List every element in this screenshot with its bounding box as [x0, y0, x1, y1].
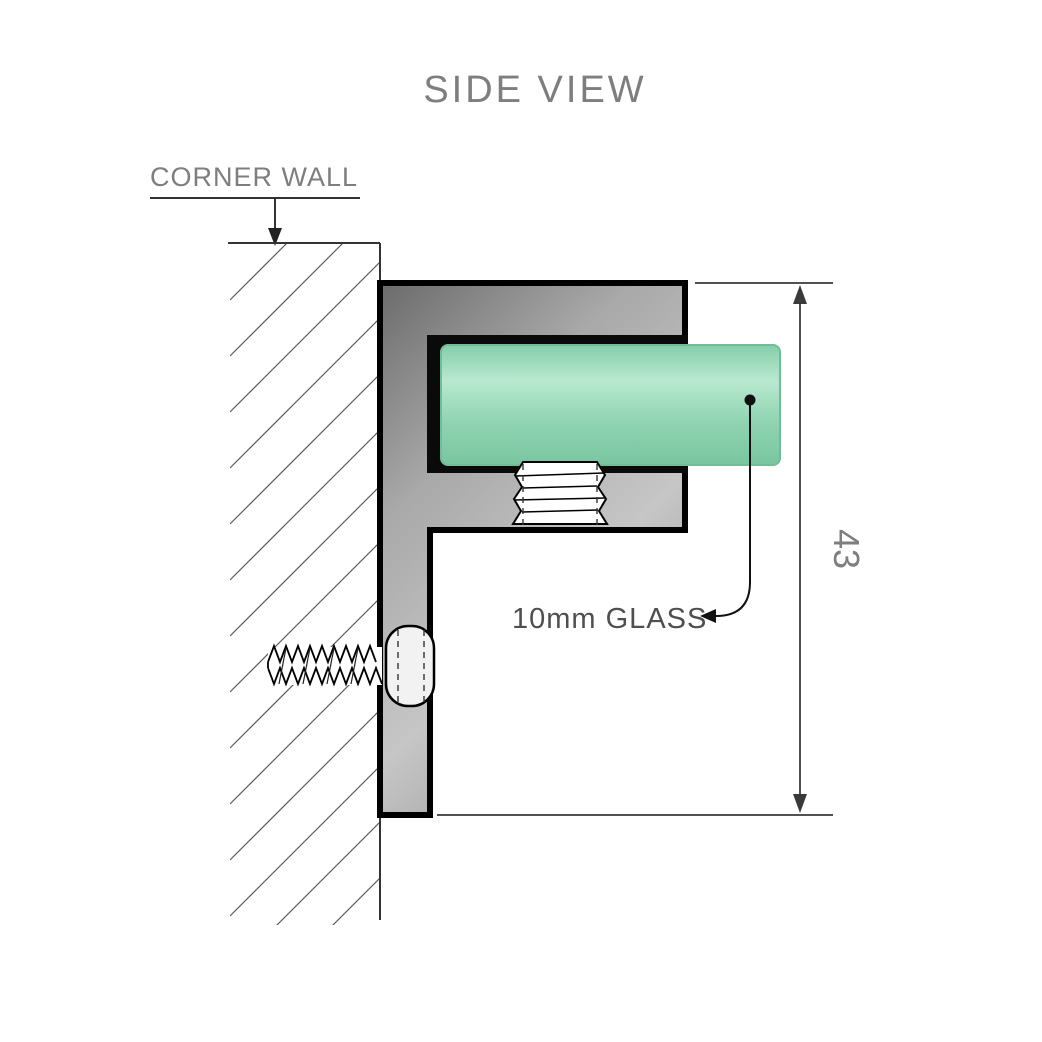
glass-annotation: 10mm GLASS: [512, 394, 756, 635]
dimension-value: 43: [826, 529, 867, 569]
corner-wall-arrow: [150, 197, 360, 246]
glass-leader-dot: [744, 394, 756, 406]
dimension-43: 43: [437, 282, 867, 816]
corner-wall-annotation: CORNER WALL: [150, 162, 360, 246]
corner-wall: [228, 242, 381, 925]
glass-leader-arrow: [700, 609, 716, 623]
wall-screw-barrel: [384, 624, 436, 708]
glass-label: 10mm GLASS: [512, 603, 707, 635]
wall-hatching: [230, 243, 380, 925]
diagram-title: SIDE VIEW: [423, 69, 646, 111]
corner-wall-label: CORNER WALL: [150, 162, 358, 192]
glass-leader: [700, 394, 756, 623]
dimension-arrow-up: [793, 285, 807, 304]
glass-panel: [440, 344, 781, 466]
grub-screw: [511, 461, 609, 528]
dimension-arrow-down: [793, 794, 807, 813]
wall-screw: [267, 624, 436, 708]
